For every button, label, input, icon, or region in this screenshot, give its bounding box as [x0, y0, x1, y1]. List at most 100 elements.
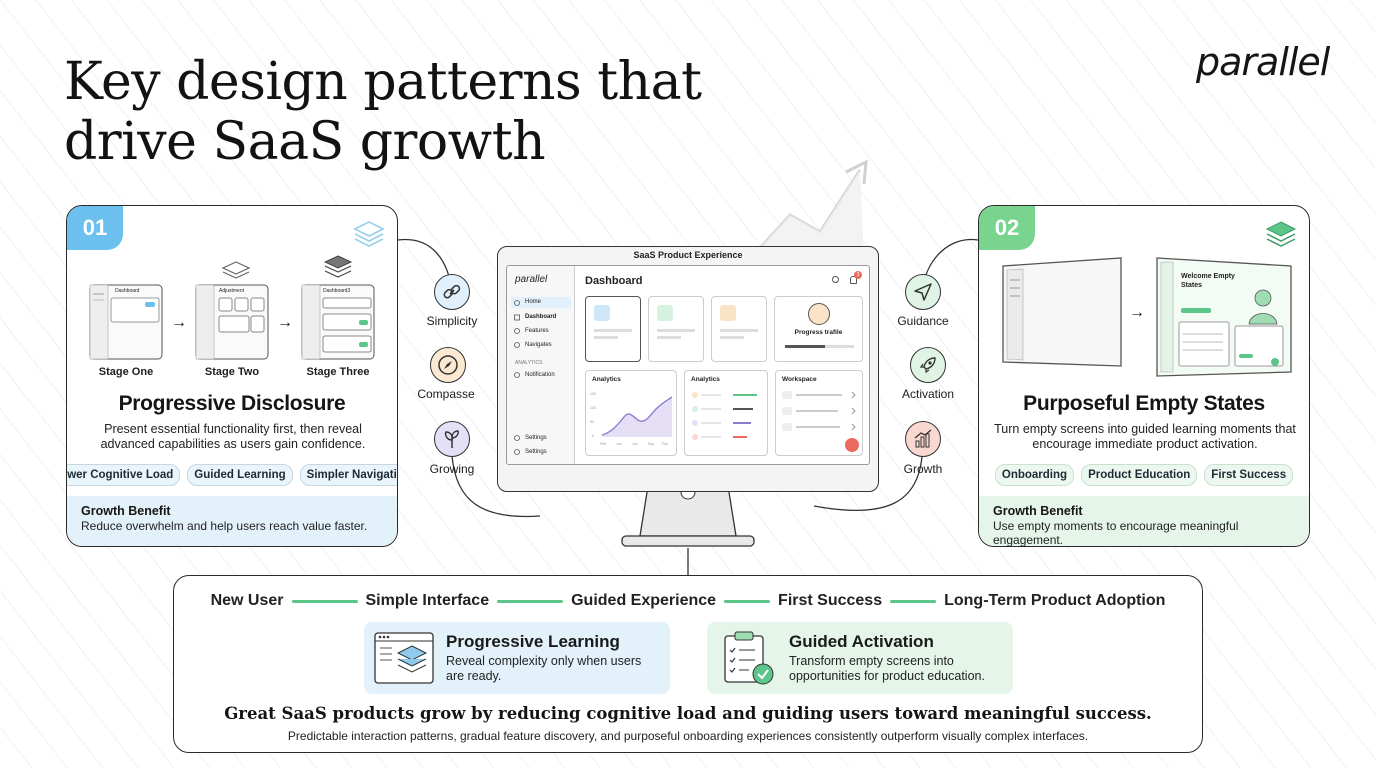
- connector-label: Guidance: [897, 314, 949, 328]
- workspace-panel: Workspace: [775, 370, 863, 456]
- stage-one-screen-title: Dashboard: [115, 288, 140, 294]
- card-number-badge: 02: [979, 206, 1035, 250]
- link-icon: [434, 274, 470, 310]
- card-title: Purposeful Empty States: [1023, 392, 1265, 415]
- analytics-list-panel: Analytics: [684, 370, 768, 456]
- arrow-right-icon: →: [1129, 304, 1145, 321]
- axis-tick: Jun: [632, 442, 638, 446]
- connector-label: Simplicity: [426, 314, 478, 328]
- stage-three-screen-title: Dashboard3: [323, 288, 351, 294]
- empty-screen-preview: [1002, 257, 1122, 367]
- sidebar: parallel Home Dashboard Features Navigat…: [507, 266, 575, 464]
- callout-text: Transform empty screens into opportuniti…: [789, 654, 985, 683]
- tag: Simpler Navigation: [299, 464, 397, 486]
- flow-connector: [497, 599, 564, 603]
- panel-title: Workspace: [782, 376, 817, 383]
- bell-icon[interactable]: [850, 276, 857, 284]
- profile-card: Progress trafile: [774, 296, 863, 362]
- analytics-chart-panel: Analytics 150 100 50 0 Feb Jan Jun Sep F…: [585, 370, 677, 456]
- dashboard-title: Dashboard: [585, 275, 643, 287]
- callout-title: Guided Activation: [789, 632, 934, 651]
- sidebar-section-label: ANALYTICS: [515, 360, 543, 366]
- stage-label: Stage One: [98, 366, 154, 378]
- panel-title: Analytics: [592, 376, 621, 383]
- summary-subtext: Predictable interaction patterns, gradua…: [287, 729, 1089, 743]
- callout-title: Progressive Learning: [446, 632, 620, 651]
- panel-title: Analytics: [691, 376, 720, 383]
- stage-one-screen: [89, 284, 163, 360]
- layers-window-icon: [374, 632, 434, 684]
- axis-tick: Sep: [648, 442, 654, 446]
- layers-icon: [1265, 221, 1297, 247]
- navigation-icon: [905, 274, 941, 310]
- benefit-title: Growth Benefit: [993, 504, 1083, 518]
- stage-two-screen-title: Adjustment: [219, 288, 245, 294]
- flow-step: First Success: [778, 592, 883, 609]
- sidebar-item-features[interactable]: Features: [525, 328, 549, 334]
- axis-tick: 50: [590, 420, 594, 424]
- axis-tick: Jan: [616, 442, 622, 446]
- stage-label: Stage Three: [306, 366, 370, 378]
- axis-tick: Feb: [600, 442, 606, 446]
- notification-badge: 3: [854, 271, 862, 279]
- flow-step: Guided Experience: [571, 592, 717, 609]
- sidebar-logo: parallel: [515, 274, 548, 285]
- page-title: Key design patterns that drive SaaS grow…: [64, 52, 702, 172]
- arrow-right-icon: →: [277, 314, 293, 331]
- flow-step: Long-Term Product Adoption: [944, 592, 1166, 609]
- sidebar-item-navigates[interactable]: Navigates: [525, 342, 552, 348]
- layers-icon: [353, 221, 385, 247]
- summary-headline: Great SaaS products grow by reducing cog…: [224, 704, 1152, 723]
- stage-two-screen: [195, 284, 269, 360]
- card-description: Present essential functionality first, t…: [100, 422, 366, 451]
- flow-connector: [724, 599, 771, 603]
- growth-benefit: Growth Benefit Use empty moments to enco…: [979, 496, 1309, 546]
- growth-benefit: Growth Benefit Reduce overwhelm and help…: [67, 496, 397, 546]
- connector-label: Growing: [429, 462, 475, 476]
- compass-icon: [430, 347, 466, 383]
- avatar: [808, 303, 830, 325]
- sidebar-icons: [514, 300, 520, 455]
- card-number-badge: 01: [67, 206, 123, 250]
- adoption-flow: New User Simple Interface Guided Experie…: [174, 592, 1202, 610]
- card-title: Progressive Disclosure: [118, 392, 346, 415]
- single-layer-icon: [221, 261, 251, 279]
- sprout-icon: [434, 421, 470, 457]
- sidebar-item-home[interactable]: Home: [511, 297, 571, 308]
- flow-connector: [291, 599, 358, 603]
- tag: Onboarding: [994, 464, 1075, 486]
- tag: Product Education: [1081, 464, 1198, 486]
- monitor-stand: [621, 486, 755, 547]
- metric-card: [711, 296, 767, 362]
- axis-tick: 150: [590, 392, 596, 396]
- connector-label: Compasse: [417, 387, 475, 401]
- benefit-text: Use empty moments to encourage meaningfu…: [993, 519, 1239, 547]
- stage-three-screen: [301, 284, 375, 360]
- stacked-layers-icon: [323, 255, 353, 278]
- sidebar-item-settings[interactable]: Settings: [525, 449, 547, 455]
- sidebar-item-settings[interactable]: Settings: [525, 435, 547, 441]
- metric-card: [585, 296, 641, 362]
- settings-icon[interactable]: [832, 276, 839, 283]
- flow-step: New User: [210, 592, 284, 609]
- tag-list: Lower Cognitive Load Guided Learning Sim…: [67, 464, 397, 486]
- axis-tick: 0: [592, 434, 594, 438]
- purposeful-empty-states-card: 02 → Welcome Empty States Purposeful Emp…: [978, 205, 1310, 547]
- benefit-title: Growth Benefit: [81, 504, 171, 518]
- tag: Lower Cognitive Load: [67, 464, 181, 486]
- rocket-icon: [910, 347, 946, 383]
- guided-activation-callout: Guided Activation Transform empty screen…: [707, 622, 1013, 694]
- profile-label: Progress trafile: [794, 329, 843, 336]
- sidebar-item-notification[interactable]: Notification: [525, 372, 555, 378]
- axis-tick: Feb: [662, 442, 668, 446]
- progressive-disclosure-card: 01 Dashboard → Adjustment →: [66, 205, 398, 547]
- callout-text: Reveal complexity only when users are re…: [446, 654, 642, 683]
- line-chart: 150 100 50 0 Feb Jan Jun Sep Feb: [590, 392, 673, 446]
- sidebar-item-dashboard[interactable]: Dashboard: [525, 314, 557, 320]
- card-description: Turn empty screens into guided learning …: [994, 422, 1296, 451]
- preview-heading: Welcome Empty States: [1181, 273, 1235, 289]
- tag-list: Onboarding Product Education First Succe…: [979, 464, 1309, 486]
- monitor: SaaS Product Experience parallel Home Da…: [497, 246, 879, 492]
- tag: First Success: [1204, 464, 1294, 486]
- stage-label: Stage Two: [204, 366, 260, 378]
